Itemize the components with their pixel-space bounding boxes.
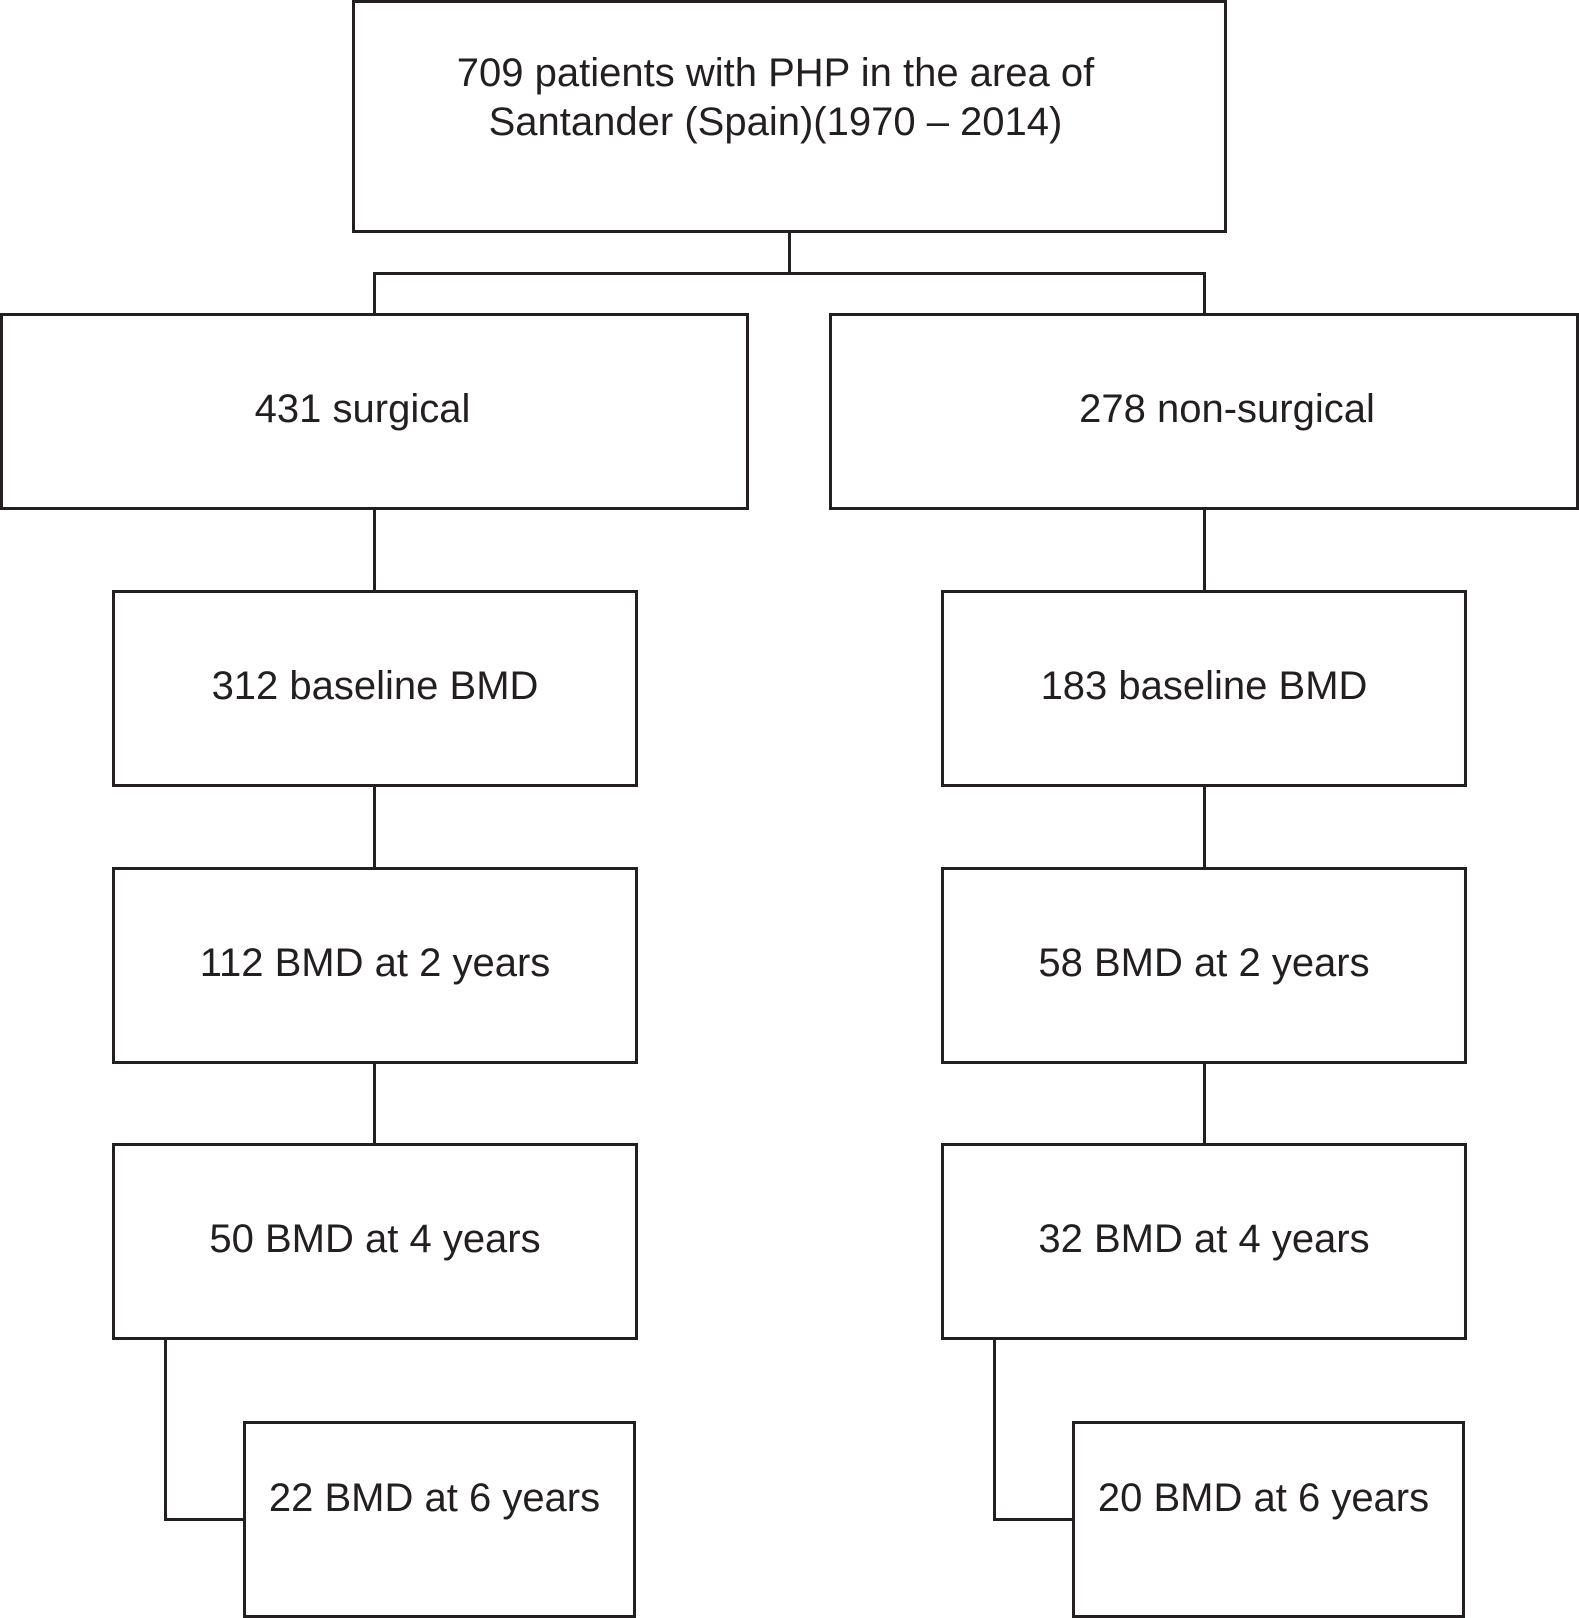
connector-root-split [373,272,1206,275]
connector-surgical-6y-vertical [164,1340,167,1521]
connector-surgical-4y [373,1064,376,1144]
nonsurgical-baseline-label: 183 baseline BMD [1040,664,1368,708]
connector-nonsurgical-baseline [1203,510,1206,591]
nonsurgical-6-years-box: 20 BMD at 6 years [1072,1421,1465,1618]
connector-to-surgical [373,272,376,314]
nonsurgical-2-years-box: 58 BMD at 2 years [941,867,1467,1064]
nonsurgical-box: 278 non-surgical [829,313,1579,510]
nonsurgical-2-years-label: 58 BMD at 2 years [1038,941,1370,985]
root-box: 709 patients with PHP in the area of San… [352,0,1227,233]
surgical-6-years-box: 22 BMD at 6 years [243,1421,636,1618]
nonsurgical-4-years-label: 32 BMD at 4 years [1038,1217,1370,1261]
surgical-baseline-box: 312 baseline BMD [112,590,638,787]
connector-surgical-6y-horizontal [164,1518,244,1521]
nonsurgical-4-years-box: 32 BMD at 4 years [941,1143,1467,1340]
surgical-2-years-label: 112 BMD at 2 years [199,941,551,985]
surgical-label: 431 surgical [254,387,471,431]
connector-root-down [788,233,791,273]
surgical-4-years-box: 50 BMD at 4 years [112,1143,638,1340]
root-label: 709 patients with PHP in the area of San… [456,50,1095,144]
connector-nonsurgical-6y-vertical [993,1340,996,1521]
connector-to-nonsurgical [1203,272,1206,314]
surgical-4-years-label: 50 BMD at 4 years [209,1217,541,1261]
surgical-box: 431 surgical [0,313,749,510]
nonsurgical-label: 278 non-surgical [1079,387,1375,431]
connector-surgical-2y [373,787,376,868]
surgical-baseline-label: 312 baseline BMD [211,664,539,708]
connector-nonsurgical-4y [1203,1064,1206,1144]
connector-nonsurgical-6y-horizontal [993,1518,1073,1521]
nonsurgical-6-years-label: 20 BMD at 6 years [1097,1476,1430,1520]
connector-nonsurgical-2y [1203,787,1206,868]
surgical-2-years-box: 112 BMD at 2 years [112,867,638,1064]
nonsurgical-baseline-box: 183 baseline BMD [941,590,1467,787]
surgical-6-years-label: 22 BMD at 6 years [268,1476,601,1520]
connector-surgical-baseline [373,510,376,591]
